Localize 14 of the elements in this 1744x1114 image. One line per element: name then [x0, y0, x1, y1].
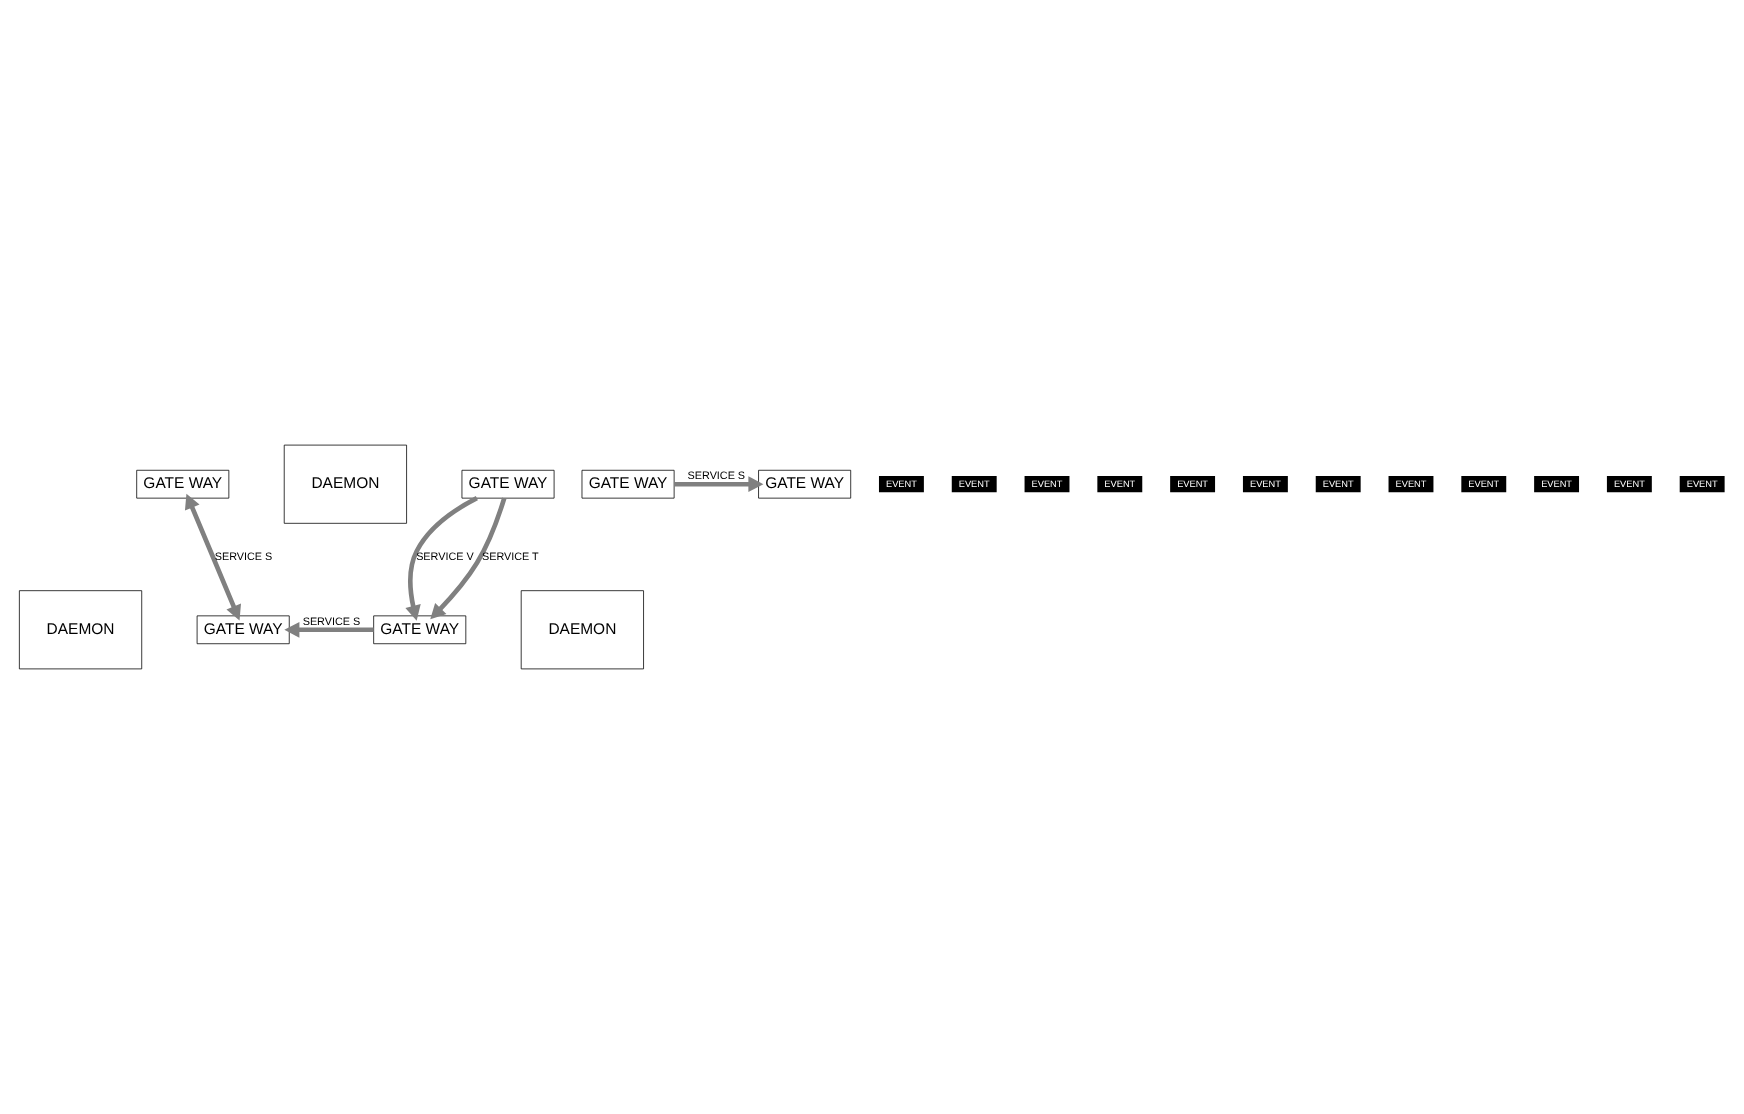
node-box: DAEMON [19, 590, 143, 670]
node-box: DAEMON [520, 590, 644, 670]
node-box: GATE WAY [758, 469, 852, 499]
node-box: DAEMON [283, 444, 407, 524]
arrow [284, 621, 374, 638]
arrow [674, 476, 764, 493]
arrow [184, 493, 241, 621]
arrow [405, 496, 478, 621]
node-box: GATE WAY [461, 469, 555, 499]
node-box: GATE WAY [196, 615, 290, 645]
node-box: GATE WAY [581, 469, 675, 499]
node-box: GATE WAY [136, 469, 230, 499]
arrow [430, 497, 507, 620]
node-box: GATE WAY [373, 615, 467, 645]
